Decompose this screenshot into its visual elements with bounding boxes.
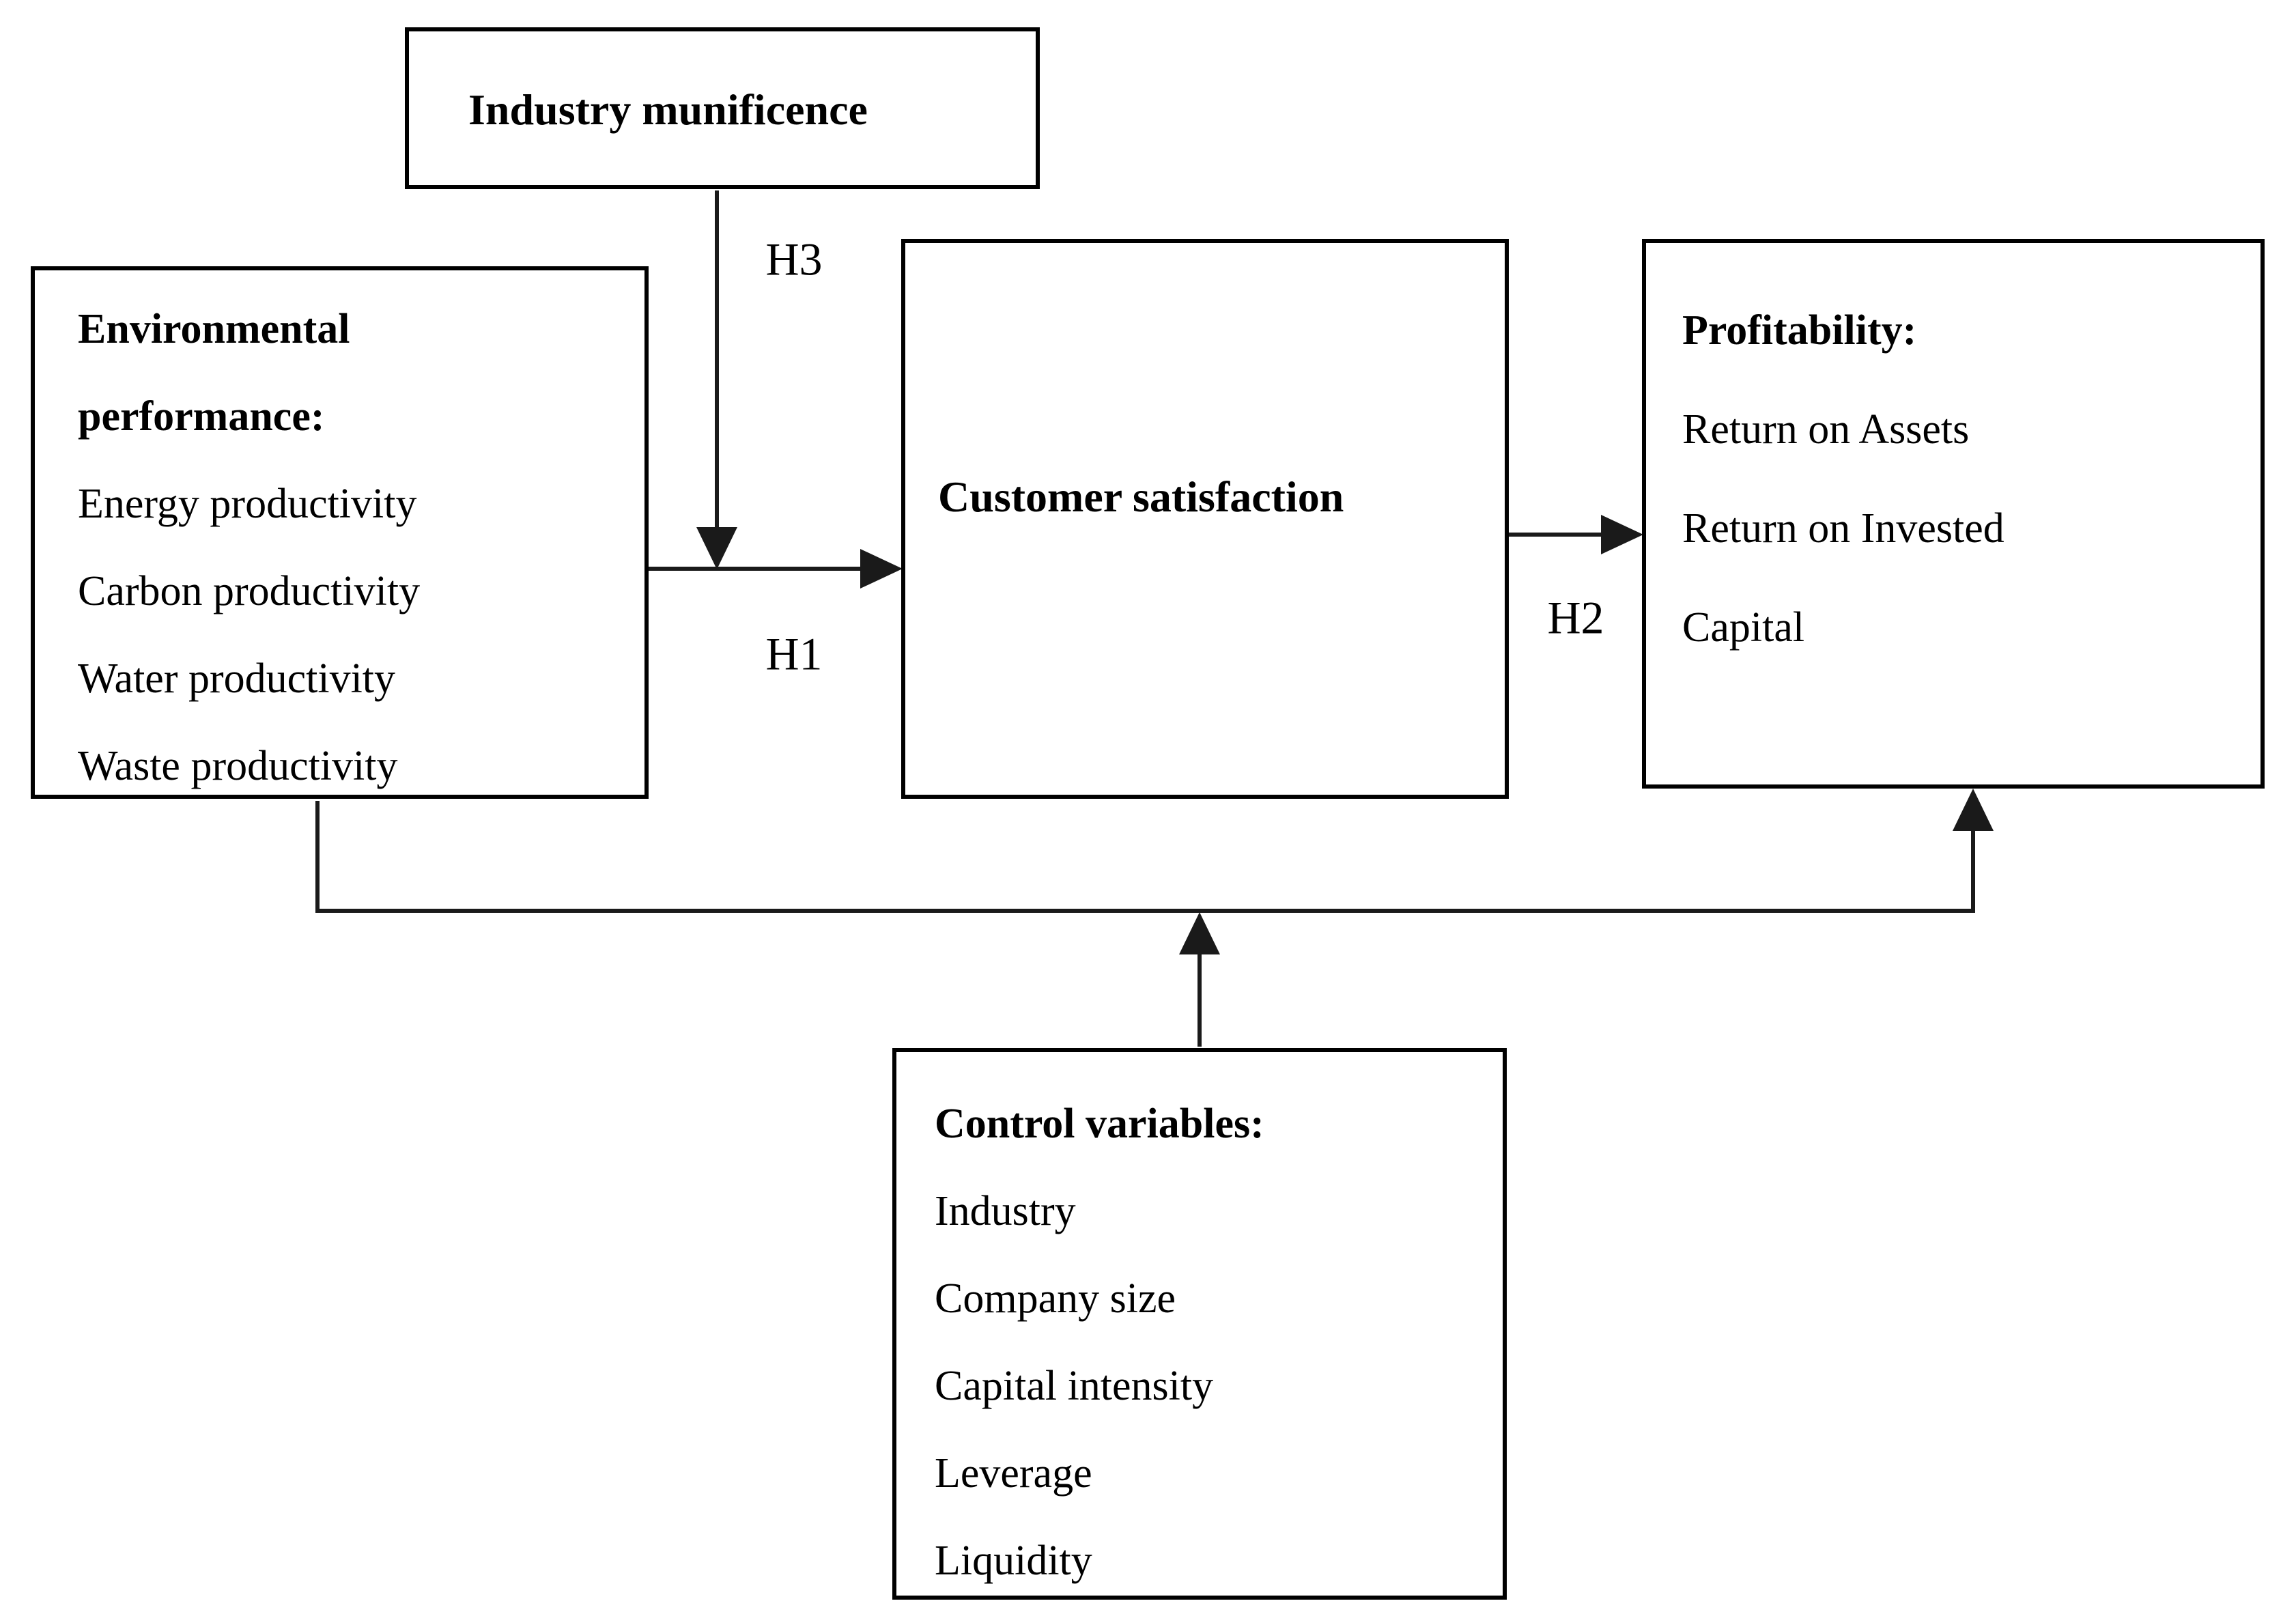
control-variables-title: Control variables: [935, 1101, 1264, 1147]
environmental-performance-title-line2: performance: [78, 393, 325, 440]
control-variables-item: Capital intensity [935, 1363, 1214, 1409]
h1-label: H1 [765, 627, 823, 680]
profitability-item: Return on Invested [1682, 505, 2004, 552]
environmental-performance-title-line1: Environmental [78, 306, 350, 352]
h3-label: H3 [765, 233, 823, 285]
control-variables-item: Leverage [935, 1450, 1092, 1497]
h2-arrowhead [1601, 515, 1643, 554]
h3-arrowhead [696, 527, 737, 569]
environmental-performance-item: Water productivity [78, 655, 396, 702]
control-variables-item: Liquidity [935, 1538, 1092, 1584]
environmental-performance-item: Waste productivity [78, 743, 398, 789]
profitability-box: Profitability: Return on Assets Return o… [1642, 239, 2265, 789]
control-variables-item: Industry [935, 1188, 1076, 1234]
h3-arrow [696, 190, 737, 569]
environmental-performance-box: Environmental performance: Energy produc… [31, 266, 649, 799]
h1-arrowhead [860, 549, 903, 589]
direct-effect-arrowhead [1953, 789, 1994, 831]
h2-label: H2 [1547, 591, 1604, 644]
environmental-performance-item: Carbon productivity [78, 568, 421, 614]
profitability-title: Profitability: [1682, 307, 1917, 354]
h2-arrow [1509, 515, 1643, 554]
profitability-item: Return on Assets [1682, 406, 1970, 453]
control-variables-arrowhead [1179, 912, 1220, 954]
customer-satisfaction-title: Customer satisfaction [938, 472, 1344, 521]
industry-munificence-title: Industry munificence [468, 85, 868, 134]
h1-arrow [649, 549, 903, 589]
control-variables-item: Company size [935, 1275, 1176, 1322]
control-variables-arrow [1179, 912, 1220, 1047]
customer-satisfaction-box: Customer satisfaction [901, 239, 1509, 799]
direct-effect-shaft [315, 801, 1975, 913]
industry-munificence-box: Industry munificence [405, 27, 1040, 189]
environmental-performance-item: Energy productivity [78, 481, 417, 527]
control-variables-box: Control variables: Industry Company size… [892, 1048, 1507, 1600]
profitability-item: Capital [1682, 604, 1805, 651]
